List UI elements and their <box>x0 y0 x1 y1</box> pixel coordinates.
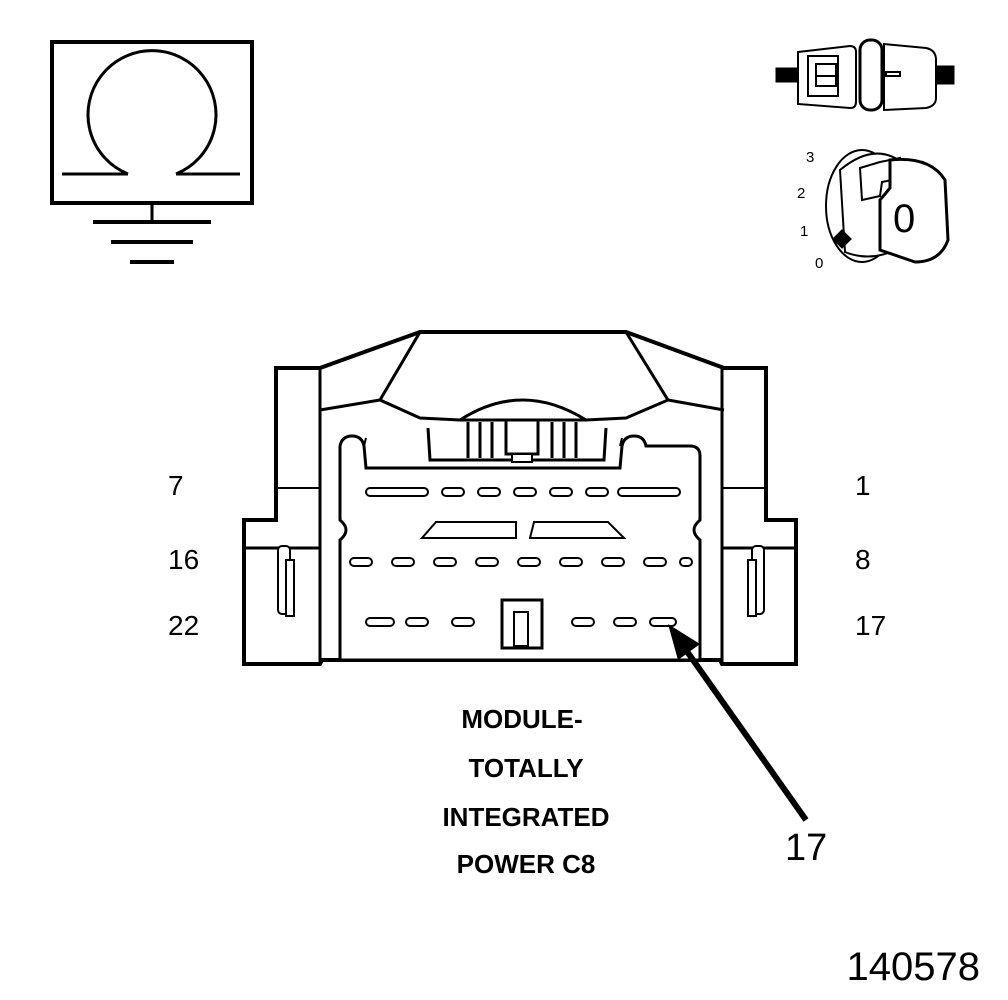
caption-line-4: POWER C8 <box>457 849 596 879</box>
ohmmeter-icon <box>50 40 254 264</box>
pin-label-7: 7 <box>168 470 184 501</box>
ignition-key-off-icon: 3 2 1 0 0 <box>797 149 950 272</box>
caption-line-3: INTEGRATED <box>442 802 609 832</box>
caption-line-1: MODULE- <box>461 704 582 734</box>
pin-label-22: 22 <box>168 610 199 641</box>
connector-disconnected-icon <box>775 38 955 112</box>
pin-label-17: 17 <box>855 610 886 641</box>
connector-body <box>242 330 798 666</box>
key-position-2: 2 <box>797 185 805 202</box>
key-position-3: 3 <box>806 149 814 166</box>
callout-arrow <box>668 624 809 822</box>
caption-line-2: TOTALLY <box>468 753 583 783</box>
pin-label-16: 16 <box>168 544 199 575</box>
figure-number: 140578 <box>847 945 980 989</box>
callout-pin-label: 17 <box>785 827 827 869</box>
pin-label-8: 8 <box>855 544 871 575</box>
key-position-1: 1 <box>800 223 808 240</box>
pin-label-1: 1 <box>855 470 871 501</box>
key-position-0: 0 <box>815 255 823 272</box>
key-face-label: 0 <box>893 197 915 241</box>
